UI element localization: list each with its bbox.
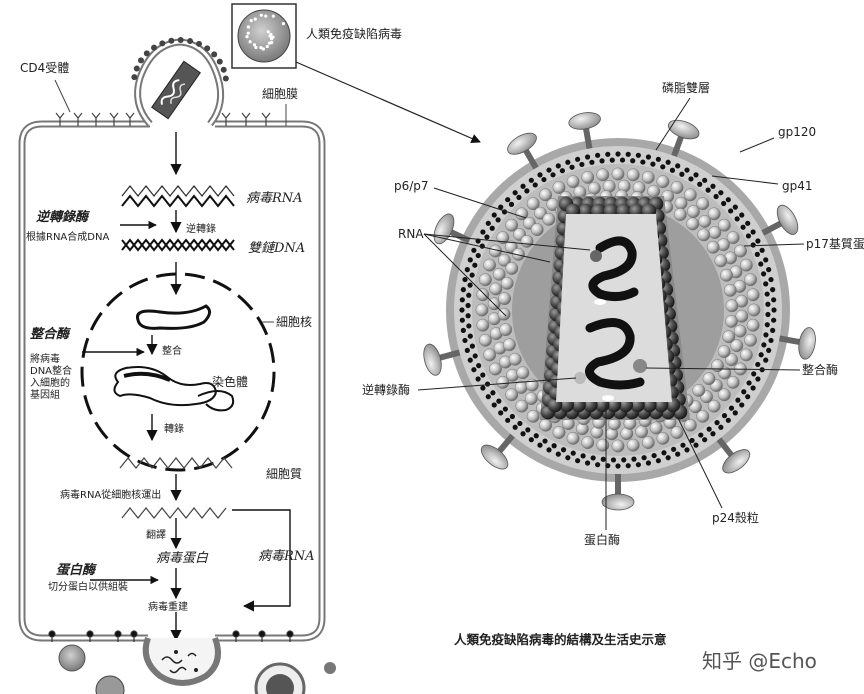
viral-dna-loop	[135, 304, 211, 330]
p17-label: p17基質蛋	[806, 236, 864, 251]
integrase-desc-1: 將病毒	[30, 352, 60, 365]
double-dna-strand	[121, 238, 235, 252]
budding-virus	[142, 636, 221, 686]
gp120-label: gp120	[778, 125, 816, 139]
double-dna-label: 雙鏈DNA	[248, 241, 305, 256]
viral-rna-2-label: 病毒RNA	[258, 549, 315, 564]
cd4-label: CD4受體	[20, 61, 69, 75]
integrase-desc-4: 基因組	[30, 388, 60, 401]
integrase-desc-2: DNA整合	[30, 364, 72, 377]
p6p7-label: p6/p7	[394, 179, 429, 193]
virion	[423, 112, 816, 511]
exported-rna-strand	[121, 507, 227, 519]
rna-export-label: 病毒RNA從細胞核運出	[60, 488, 161, 501]
transcription-label: 轉錄	[164, 422, 184, 435]
viral-rna-strand	[121, 184, 235, 198]
p24-label: p24殼粒	[712, 510, 759, 525]
watermark: 知乎 @Echo	[702, 649, 817, 673]
translation-label: 翻譯	[146, 528, 166, 541]
rna-label: RNA	[398, 227, 424, 241]
mrna-strand	[119, 457, 233, 469]
cytoplasm-label: 細胞質	[266, 466, 302, 481]
reverse-transcriptase-virion-label: 逆轉錄酶	[362, 382, 410, 397]
legend-title: 人類免疫缺陷病毒	[306, 26, 402, 41]
envelope-spikes	[423, 112, 816, 511]
virion-enzymes	[574, 250, 647, 401]
reverse-transcriptase-label: 逆轉錄酶	[36, 209, 90, 225]
released-virions	[58, 644, 336, 694]
rna-genome	[585, 236, 645, 390]
protease-label: 蛋白酶	[56, 562, 97, 578]
protease-virion-label: 蛋白酶	[584, 532, 620, 547]
reassembly-label: 病毒重建	[148, 600, 188, 613]
entering-virus	[131, 37, 229, 127]
gp41-label: gp41	[782, 179, 813, 193]
chromosome	[113, 366, 235, 412]
integration-label: 整合	[162, 344, 182, 357]
nucleus-envelope	[80, 272, 276, 472]
viral-rna-label: 病毒RNA	[246, 191, 303, 206]
cell-panel: CD4受體 細胞膜 病毒RNA 逆轉錄酶 根據RNA合成DNA 逆轉錄	[18, 37, 336, 694]
membrane-label: 細胞膜	[262, 87, 298, 101]
viral-protein-label: 病毒蛋白	[156, 551, 209, 566]
integrase-virion-label: 整合酶	[802, 362, 838, 377]
diagram-caption: 人類免疫缺陷病毒的結構及生活史示意	[454, 632, 667, 647]
legend: 人類免疫缺陷病毒	[231, 3, 481, 143]
lipid-bilayer	[459, 151, 777, 469]
protease-description: 切分蛋白以供組裝	[48, 580, 128, 593]
nucleus-label: 細胞核	[276, 315, 312, 329]
reverse-transcription-label: 逆轉錄	[186, 222, 216, 235]
lipid-bilayer-label: 磷脂雙層	[662, 80, 710, 95]
membrane-knobs	[48, 630, 294, 642]
chromosome-label: 染色體	[212, 374, 248, 389]
hiv-legend-icon	[237, 9, 291, 63]
integrase-desc-3: 入細胞的	[30, 376, 70, 389]
cd4-receptors	[55, 112, 271, 126]
integrase-label: 整合酶	[30, 326, 71, 342]
rt-description: 根據RNA合成DNA	[26, 230, 109, 243]
